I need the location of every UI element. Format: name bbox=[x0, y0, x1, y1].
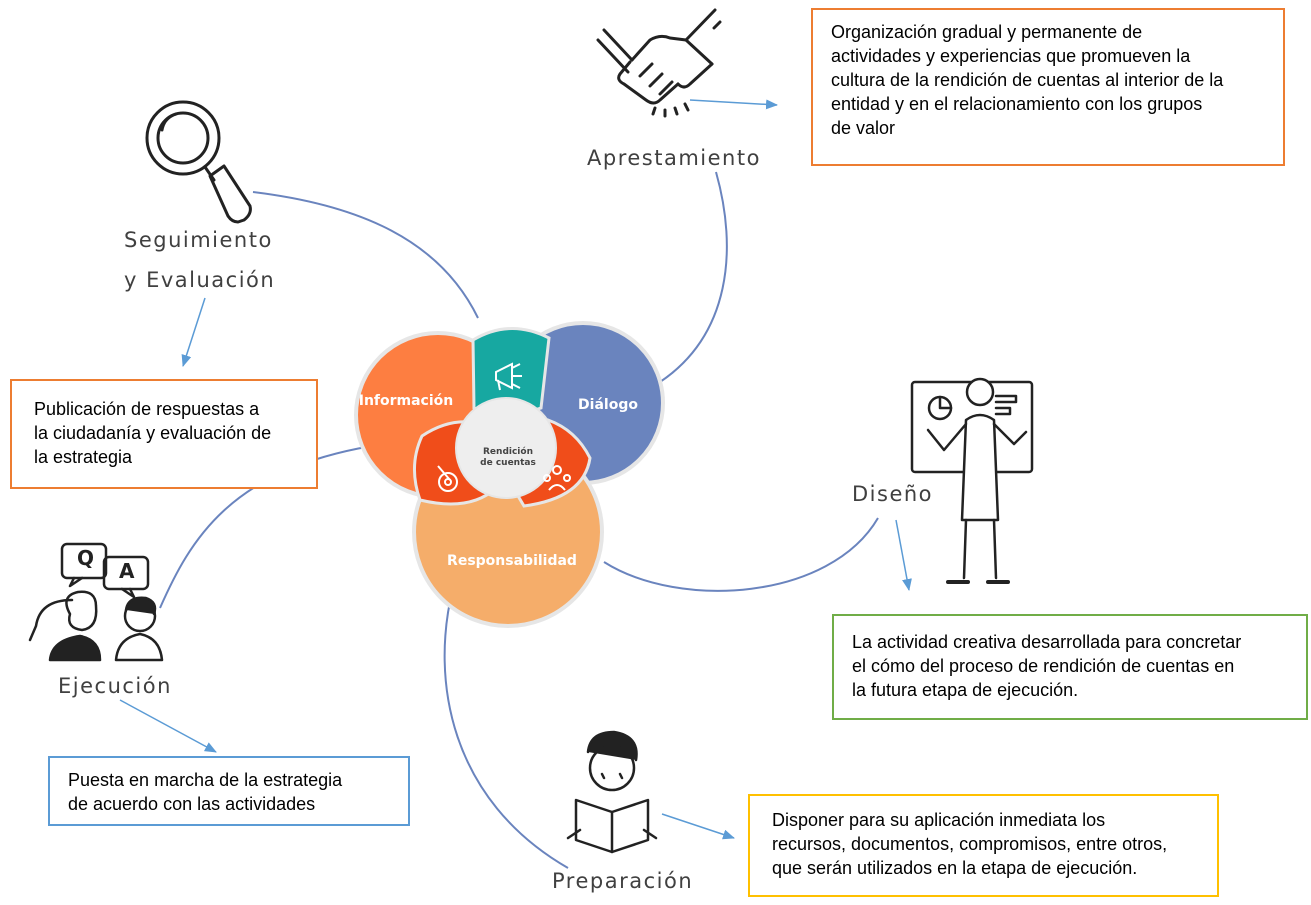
desc-box-seguimiento: Publicación de respuestas a la ciudadaní… bbox=[10, 379, 318, 489]
stage-label-apresto: Aprestamiento bbox=[587, 146, 761, 170]
desc-diseno-line: el cómo del proceso de rendición de cuen… bbox=[852, 656, 1235, 676]
qa-a-glyph: A bbox=[119, 559, 135, 583]
desc-seguimiento-line: la estrategia bbox=[34, 447, 133, 467]
desc-apresto-line: actividades y experiencias que promueven… bbox=[831, 46, 1191, 66]
arrow-diseno bbox=[895, 519, 912, 591]
arrow-preparacion bbox=[661, 813, 735, 840]
desc-box-preparacion: Disponer para su aplicación inmediata lo… bbox=[748, 794, 1219, 897]
arrow-seguimiento bbox=[181, 297, 206, 367]
desc-box-apresto: Organización gradual y permanente de act… bbox=[811, 8, 1285, 166]
qa-q-glyph: Q bbox=[77, 546, 95, 570]
stage-label-seguimiento-1: Seguimiento bbox=[124, 228, 273, 252]
curve-ejecucion bbox=[159, 445, 373, 609]
label-dialogo: Diálogo bbox=[578, 397, 638, 413]
desc-box-diseno: La actividad creativa desarrollada para … bbox=[832, 614, 1308, 720]
desc-apresto-line: Organización gradual y permanente de bbox=[831, 22, 1143, 42]
group-icon bbox=[543, 465, 571, 491]
curve-apresto bbox=[659, 171, 728, 383]
presenter-icon bbox=[910, 377, 1034, 584]
desc-apresto-line: entidad y en el relacionamiento con los … bbox=[831, 94, 1203, 114]
handshake-icon bbox=[596, 8, 722, 118]
desc-ejecucion-line: Puesta en marcha de la estrategia bbox=[68, 770, 343, 790]
center-disc bbox=[455, 397, 557, 499]
stage-label-preparacion: Preparación bbox=[552, 869, 694, 893]
arrow-apresto bbox=[689, 99, 778, 110]
qa-people-icon bbox=[28, 542, 164, 662]
target-icon bbox=[437, 465, 458, 492]
curve-diseno bbox=[603, 517, 879, 592]
label-informacion: Información bbox=[359, 393, 454, 409]
magnifier-icon bbox=[145, 100, 252, 224]
desc-apresto-line: de valor bbox=[831, 118, 896, 138]
desc-ejecucion-line: de acuerdo con las actividades bbox=[68, 794, 316, 814]
curve-preparacion bbox=[443, 587, 569, 869]
megaphone-icon bbox=[495, 362, 522, 391]
desc-diseno-line: La actividad creativa desarrollada para … bbox=[852, 632, 1242, 652]
stage-label-diseno: Diseño bbox=[852, 482, 934, 506]
desc-diseno-line: la futura etapa de ejecución. bbox=[852, 680, 1079, 700]
center-title-line2: de cuentas bbox=[480, 458, 536, 468]
desc-seguimiento-line: la ciudadanía y evaluación de bbox=[34, 423, 272, 443]
arrow-ejecucion bbox=[119, 699, 217, 753]
reader-icon bbox=[566, 730, 658, 854]
desc-preparacion-line: que serán utilizados en la etapa de ejec… bbox=[772, 858, 1138, 878]
desc-preparacion-line: Disponer para su aplicación inmediata lo… bbox=[772, 810, 1106, 830]
desc-box-ejecucion: Puesta en marcha de la estrategia de acu… bbox=[48, 756, 410, 826]
desc-seguimiento-line: Publicación de respuestas a bbox=[34, 399, 260, 419]
curve-seguimiento bbox=[252, 191, 479, 319]
label-responsabilidad: Responsabilidad bbox=[447, 553, 577, 569]
center-title-line1: Rendición bbox=[483, 446, 533, 457]
desc-preparacion-line: recursos, documentos, compromisos, entre… bbox=[772, 834, 1168, 854]
stage-label-ejecucion: Ejecución bbox=[58, 674, 172, 698]
desc-apresto-line: cultura de la rendición de cuentas al in… bbox=[831, 70, 1224, 90]
stage-label-seguimiento-2: y Evaluación bbox=[124, 268, 276, 292]
